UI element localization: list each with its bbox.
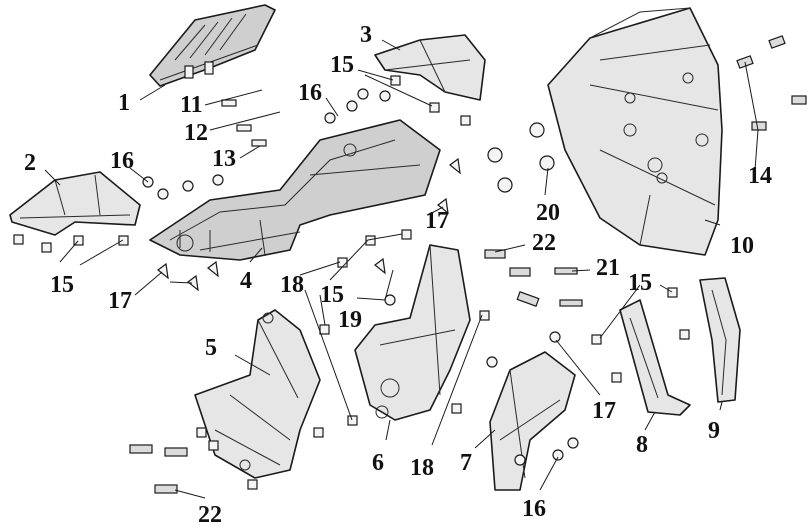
- callout-21: 21: [596, 255, 620, 281]
- callout-8: 8: [636, 432, 648, 458]
- right-trim-panel-part: [699, 277, 741, 403]
- inner-frame-part: [149, 119, 441, 261]
- callout-15-upper: 15: [330, 52, 354, 78]
- callout-16-left: 16: [110, 148, 134, 174]
- callout-12: 12: [184, 120, 208, 146]
- callout-13: 13: [212, 146, 236, 172]
- callout-22-lower: 22: [198, 502, 222, 528]
- callout-15-left: 15: [50, 272, 74, 298]
- bolts-22-part: [129, 249, 583, 494]
- left-bracket-part: [194, 309, 321, 479]
- callout-9: 9: [708, 418, 720, 444]
- clips-and-nuts-part: [13, 75, 690, 490]
- callout-4: 4: [240, 268, 252, 294]
- washers-part: [487, 122, 555, 193]
- trim-panel-part: [619, 299, 691, 416]
- windscreen-part: [547, 7, 723, 256]
- upper-cover-part: [374, 34, 486, 101]
- callout-1: 1: [118, 90, 130, 116]
- callout-17-right: 17: [592, 398, 616, 424]
- callout-14: 14: [748, 163, 772, 189]
- callout-17-left: 17: [108, 288, 132, 314]
- callout-17-upper: 17: [425, 208, 449, 234]
- center-bracket-part: [354, 244, 471, 421]
- callout-2: 2: [24, 150, 36, 176]
- callout-20: 20: [536, 200, 560, 226]
- callout-16-lower: 16: [522, 496, 546, 522]
- screws-14-part: [736, 35, 807, 131]
- callout-16-upper: 16: [298, 80, 322, 106]
- callout-15-center: 15: [320, 282, 344, 308]
- callout-6: 6: [372, 450, 384, 476]
- callout-18-left: 18: [280, 272, 304, 298]
- callout-labels: 1 11 12 13 3 15 16 16 2 15 17 4 17 14 20…: [24, 22, 772, 528]
- callout-18-center: 18: [410, 455, 434, 481]
- callout-3: 3: [360, 22, 372, 48]
- left-side-cover-part: [9, 171, 141, 236]
- leader-lines: [44, 39, 759, 499]
- callout-5: 5: [205, 335, 217, 361]
- callout-15-right: 15: [628, 270, 652, 296]
- callout-19: 19: [338, 307, 362, 333]
- callout-10: 10: [730, 233, 754, 259]
- instrument-cluster-part: [149, 4, 276, 87]
- callout-22-upper: 22: [532, 230, 556, 256]
- callout-11: 11: [180, 92, 203, 118]
- callout-7: 7: [460, 450, 472, 476]
- lower-center-bracket-part: [489, 351, 576, 491]
